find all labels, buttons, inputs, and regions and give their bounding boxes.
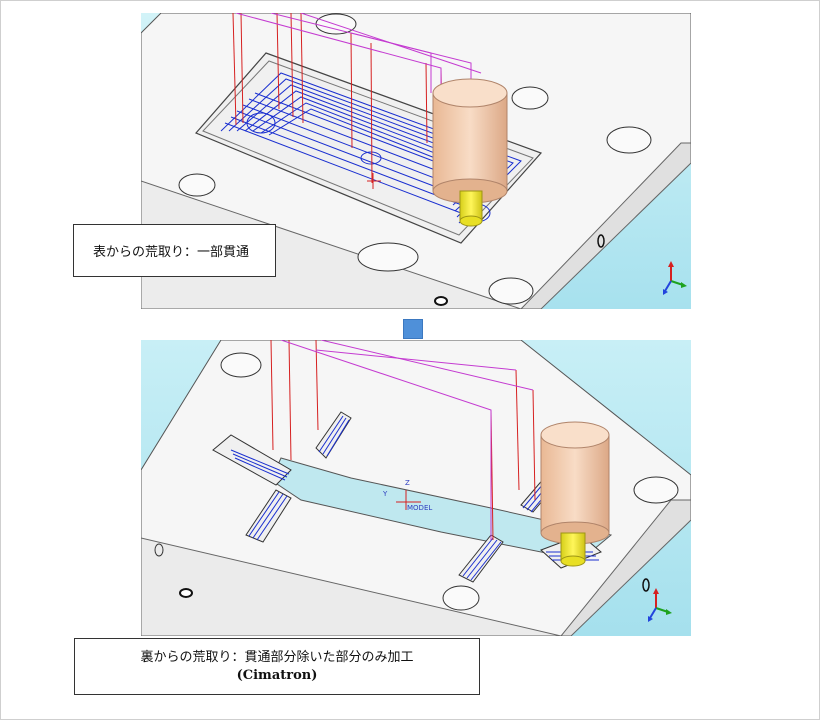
caption-bottom: 裏からの荒取り：貫通部分除いた部分のみ加工 (Cimatron) [74, 638, 480, 695]
caption-bottom-line2: (Cimatron) [236, 667, 318, 683]
axis-z-label: Z [405, 479, 410, 487]
cutting-tool-bottom [540, 421, 610, 567]
axis-y-label: Y [382, 490, 388, 498]
axis-triad-icon [663, 261, 687, 295]
cad-viewport-bottom: Y Z MODEL [141, 340, 691, 636]
caption-top-text: 表からの荒取り：一部貫通 [93, 245, 250, 260]
step-connector-icon [403, 319, 423, 339]
caption-bottom-line1: 裏からの荒取り：貫通部分除いた部分のみ加工 [140, 649, 414, 665]
model-tag-label: MODEL [407, 504, 432, 512]
cutting-tool-top [432, 78, 508, 227]
caption-top: 表からの荒取り：一部貫通 [73, 224, 276, 277]
axis-triad-icon [648, 588, 672, 622]
